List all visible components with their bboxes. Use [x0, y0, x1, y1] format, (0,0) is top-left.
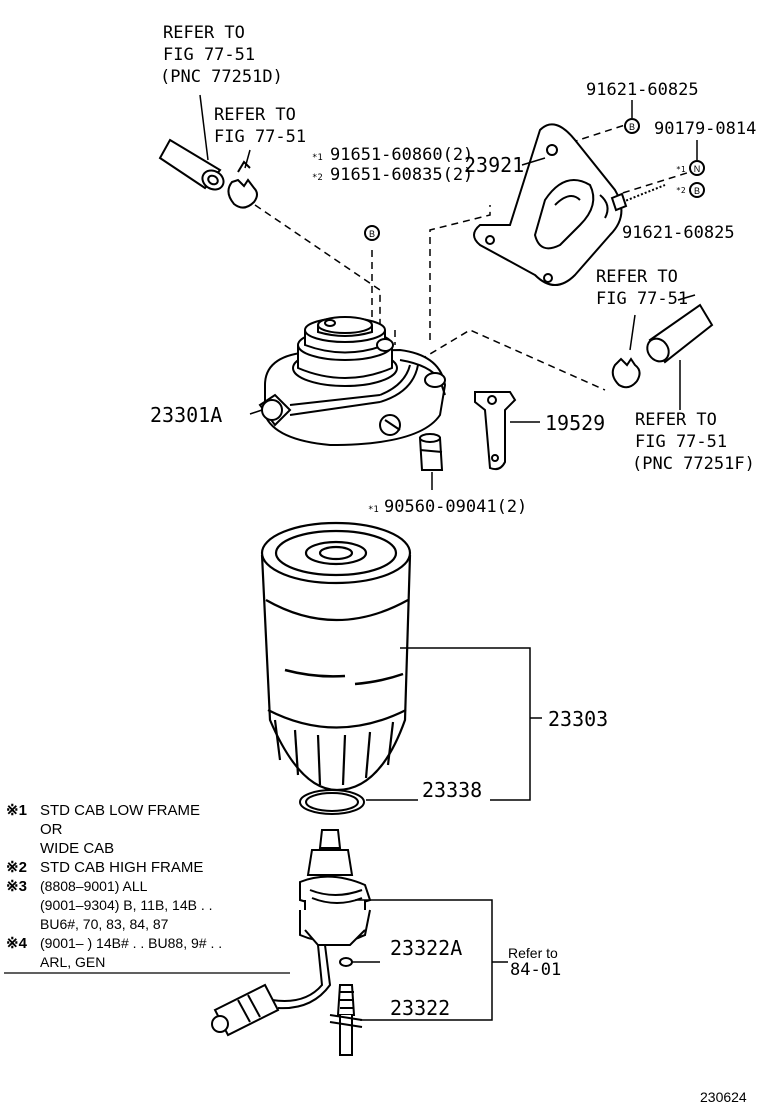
- label-91651-60835: 91651-60835(2): [330, 165, 473, 185]
- label-refer-to: Refer to: [508, 945, 558, 961]
- ref-top-left-line2: FIG 77-51: [163, 45, 255, 65]
- svg-text:B: B: [694, 186, 700, 196]
- nut-90179-0814: N: [689, 160, 705, 176]
- stud-90560-09041: [418, 433, 444, 471]
- legend-mark-3: ※3: [6, 878, 27, 895]
- leader-clamp-top-left: [244, 149, 251, 169]
- hose-clamp-top-left: [227, 160, 258, 209]
- label-90179-0814: 90179-0814: [654, 119, 756, 139]
- label-23921: 23921: [464, 153, 524, 177]
- label-23303: 23303: [548, 707, 608, 731]
- label-19529: 19529: [545, 411, 605, 435]
- mark-star-2-washer: *2: [676, 186, 686, 195]
- ref-top-mid-line2: FIG 77-51: [214, 127, 306, 147]
- hose-clamp-right: [611, 357, 641, 389]
- mark-star-1-nut: *1: [676, 165, 686, 174]
- diagram-id: 230624: [700, 1089, 747, 1105]
- label-23338: 23338: [422, 778, 482, 802]
- bolt-91621-60825: [610, 184, 666, 212]
- legend-1-line1: STD CAB LOW FRAME: [40, 802, 200, 819]
- ref-right-lower-line1: REFER TO: [635, 410, 717, 430]
- legend-4-line1: (9001– ) 14B# . . BU88, 9# . .: [40, 935, 222, 951]
- leader-23322-group: [352, 899, 508, 1021]
- legend-1-line2: OR: [40, 821, 63, 838]
- legend: ※1 STD CAB LOW FRAME OR WIDE CAB ※2 STD …: [4, 802, 290, 974]
- ref-right-upper-line1: REFER TO: [596, 267, 678, 287]
- ref-top-left-line3: (PNC 77251D): [160, 67, 283, 87]
- legend-mark-1: ※1: [6, 802, 27, 819]
- ref-top-left-line1: REFER TO: [163, 23, 245, 43]
- mark-star-stud: *1: [368, 505, 379, 515]
- legend-mark-2: ※2: [6, 859, 27, 876]
- leader-clamp-right: [629, 314, 636, 351]
- filter-cartridge-23303: [260, 521, 412, 792]
- label-91621-60825-top: 91621-60825: [586, 80, 699, 100]
- hose-top-left: [158, 138, 225, 191]
- svg-text:N: N: [694, 164, 701, 174]
- leader-23303: [400, 647, 542, 801]
- svg-text:B: B: [369, 229, 375, 239]
- label-90560-09041: 90560-09041(2): [384, 497, 527, 517]
- washer-91621-60825-bottom: B: [689, 182, 705, 198]
- label-91621-60825-bottom: 91621-60825: [622, 223, 735, 243]
- leader-hose-top-left: [199, 94, 209, 161]
- legend-3-line1: (8808–9001) ALL: [40, 878, 148, 894]
- label-91651-60860: 91651-60860(2): [330, 145, 473, 165]
- legend-1-line3: WIDE CAB: [40, 840, 114, 857]
- hose-right: [646, 303, 714, 364]
- sensor-assembly-23322: [211, 829, 372, 1056]
- ref-right-lower-line3: (PNC 77251F): [632, 454, 755, 474]
- bracket-23921: [473, 123, 623, 286]
- label-84-01: 84-01: [510, 960, 561, 980]
- nut-91621-60825-top: B: [624, 118, 640, 134]
- mark-star-2: *2: [312, 173, 323, 183]
- leader-23301A: [249, 409, 263, 415]
- legend-mark-4: ※4: [6, 935, 28, 952]
- bolt-91651: B: [364, 225, 380, 241]
- label-23301A: 23301A: [150, 403, 222, 427]
- o-ring-23338: [299, 789, 365, 815]
- mark-star-1: *1: [312, 153, 323, 163]
- legend-3-line3: BU6#, 70, 83, 84, 87: [40, 916, 169, 932]
- label-23322: 23322: [390, 996, 450, 1020]
- svg-text:B: B: [629, 122, 635, 132]
- label-23322A: 23322A: [390, 936, 462, 960]
- filter-head-23301A: [258, 316, 447, 447]
- ref-right-lower-line2: FIG 77-51: [635, 432, 727, 452]
- ref-right-upper-line2: FIG 77-51: [596, 289, 688, 309]
- leader-hose-right-top: [677, 294, 696, 301]
- legend-4-line2: ARL, GEN: [40, 954, 105, 970]
- legend-3-line2: (9001–9304) B, 11B, 14B . .: [40, 897, 213, 913]
- legend-2-line1: STD CAB HIGH FRAME: [40, 859, 203, 876]
- leader-23921: [521, 157, 546, 166]
- bracket-19529: [474, 391, 517, 471]
- ref-top-mid-line1: REFER TO: [214, 105, 296, 125]
